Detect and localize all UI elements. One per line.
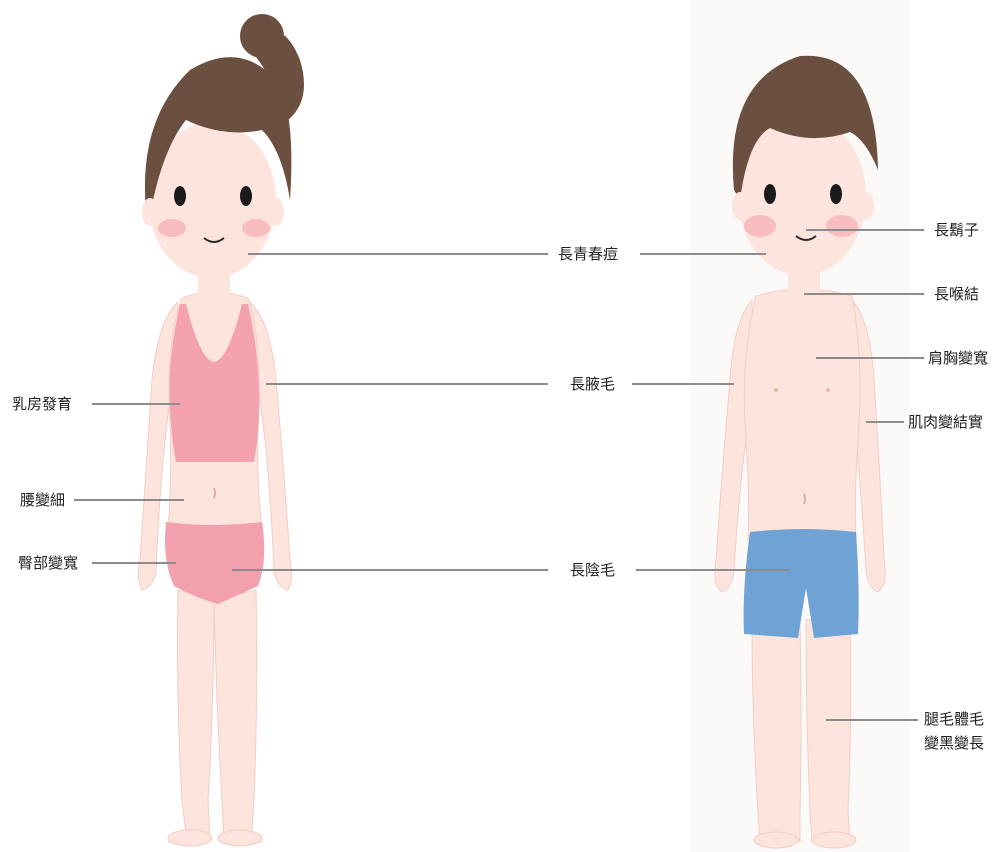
boy-left-ear bbox=[732, 192, 748, 220]
boy-left-eye bbox=[764, 184, 776, 204]
girl-right-cheek bbox=[242, 219, 270, 237]
label-beard: 長鬍子 bbox=[934, 221, 979, 239]
label-pubic-hair: 長陰毛 bbox=[570, 561, 615, 579]
boy-left-leg bbox=[752, 620, 801, 842]
label-waist: 腰變細 bbox=[20, 491, 65, 509]
boy-right-ear bbox=[858, 192, 874, 220]
girl-figure bbox=[138, 14, 304, 846]
girl-left-leg bbox=[168, 590, 214, 842]
girl-left-foot bbox=[168, 830, 212, 846]
label-underarm-hair: 長腋毛 bbox=[570, 375, 615, 393]
label-muscles: 肌肉變結實 bbox=[908, 413, 983, 431]
boy-right-eye bbox=[830, 184, 842, 204]
label-leg-hair-1: 腿毛體毛 bbox=[924, 710, 984, 728]
girl-right-leg bbox=[214, 590, 262, 842]
girl-right-eye bbox=[240, 186, 252, 206]
label-adams-apple: 長喉結 bbox=[934, 285, 979, 303]
girl-right-ear bbox=[268, 198, 284, 226]
label-hips: 臀部變寬 bbox=[18, 554, 78, 572]
boy-belly-button bbox=[804, 494, 805, 504]
boy-left-nipple bbox=[774, 388, 778, 392]
girl-hair-bun bbox=[240, 14, 284, 58]
label-leg-hair-2: 變黑變長 bbox=[924, 734, 984, 752]
girl-belly-button bbox=[214, 488, 215, 498]
label-shoulders: 肩胸變寬 bbox=[928, 349, 988, 367]
boy-left-cheek bbox=[744, 215, 776, 237]
boy-right-cheek bbox=[826, 215, 858, 237]
boy-right-nipple bbox=[826, 388, 830, 392]
girl-left-cheek bbox=[158, 219, 186, 237]
boy-torso bbox=[744, 289, 860, 540]
girl-left-eye bbox=[174, 186, 186, 206]
girl-left-ear bbox=[142, 198, 158, 226]
boy-right-leg bbox=[806, 620, 851, 842]
boy-left-foot bbox=[754, 832, 798, 848]
label-breast: 乳房發育 bbox=[12, 395, 72, 413]
girl-right-foot bbox=[218, 830, 262, 846]
boy-shorts bbox=[744, 529, 859, 638]
boy-right-foot bbox=[812, 832, 856, 848]
label-acne: 長青春痘 bbox=[558, 245, 618, 263]
boy-figure bbox=[715, 56, 885, 848]
